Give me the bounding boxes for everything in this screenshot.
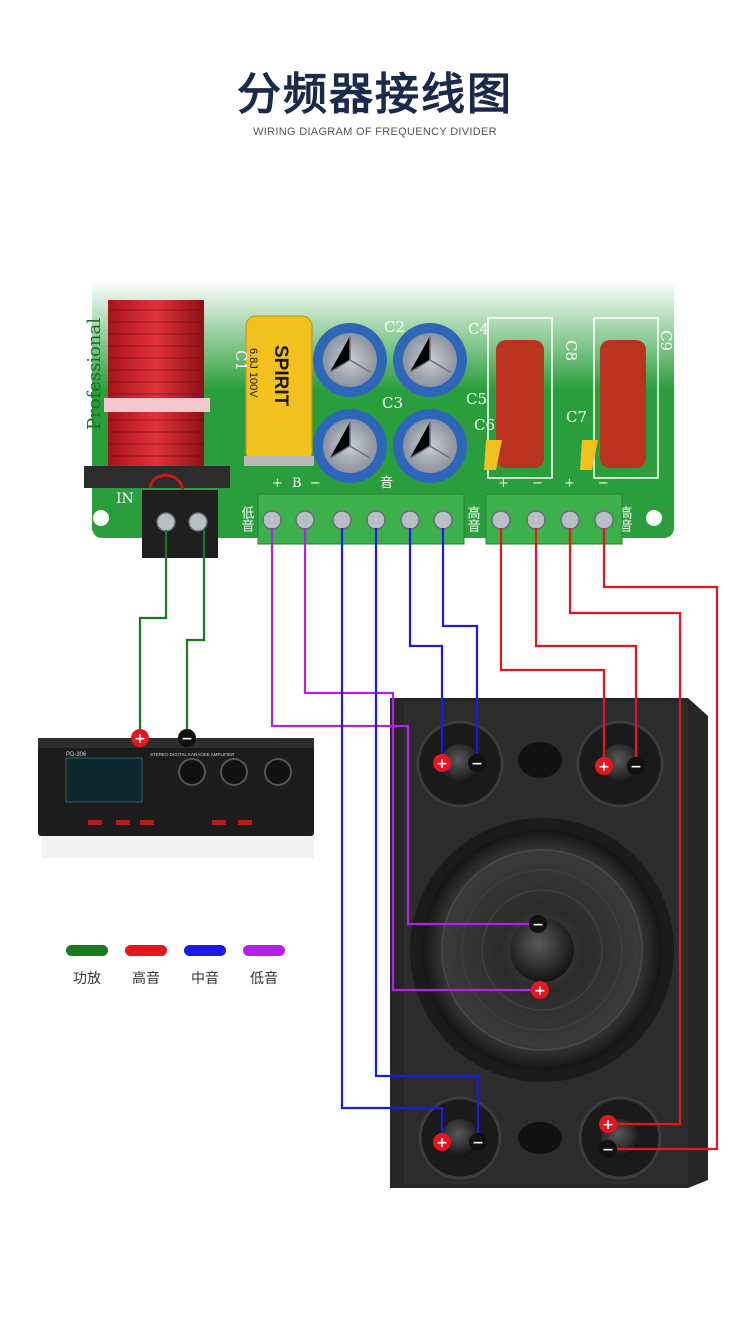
label-c7: C7 [566,408,587,426]
woofer-negative-marker: − [529,915,547,933]
film-capacitor: SPIRIT 6.8J 100V [244,315,314,466]
amplifier: PD-306 STEREO DIGITAL KARAOKE AMPLIFIER [38,738,314,858]
wires-tweeter [499,528,719,1151]
svg-text:+: + [598,759,610,775]
label-c5: C5 [466,390,487,408]
tr-positive-marker: + [595,757,613,775]
board-brand: Professional [84,318,105,430]
woofer [410,818,674,1082]
wire-mid-top-positive [408,528,444,762]
tweeter-top-right [576,720,664,808]
bl-positive-marker: + [433,1133,451,1151]
page-subtitle: WIRING DIAGRAM OF FREQUENCY DIVIDER [253,126,497,138]
label-in: IN [116,491,134,507]
tr-negative-marker: − [627,757,645,775]
wire-mid-bottom-negative [374,528,480,1142]
mount-hole-left [93,510,109,526]
wire-mid-bottom-positive [340,528,444,1142]
mark-5: − [532,476,543,491]
mount-hole-right [646,510,662,526]
label-c4: C4 [468,320,489,338]
legend-swatch-tweeter [125,945,167,956]
section-low: 低音 [239,506,255,532]
svg-text:+: + [436,756,448,772]
label-c1: C1 [232,350,250,371]
bl-negative-marker: − [469,1133,487,1151]
cap-brand-label: SPIRIT [270,345,291,407]
wire-tweeter-bottom-negative [602,528,719,1151]
amp-positive-marker: + [131,729,149,747]
wire-amp-positive [138,530,168,738]
svg-text:−: − [472,1135,484,1151]
label-c8: C8 [562,340,580,361]
svg-text:−: − [602,1142,614,1158]
legend-swatch-mid [184,945,226,956]
label-c9: C9 [657,330,675,351]
section-high-a: 高音 [465,505,481,532]
legend-item-tweeter: 高音 [125,945,167,988]
port-bottom [518,1122,562,1154]
terminal-screws [156,510,614,532]
polarity-markers: + − + − + − − + + − + − [131,729,645,1158]
wire-mid-top-negative [441,528,479,762]
label-c2: C2 [384,318,405,336]
cap-rating-label: 6.8J 100V [247,348,259,398]
legend-label-amp: 功放 [73,971,101,987]
svg-text:−: − [181,731,193,747]
red-capacitors [484,317,659,479]
mark-4: + [498,476,509,491]
br-positive-marker: + [599,1115,617,1133]
mark-6: + [564,476,575,491]
amp-negative-marker: − [178,729,196,747]
page-title: 分频器接线图 [237,69,513,120]
tl-positive-marker: + [433,754,451,772]
woofer-positive-marker: + [531,981,549,999]
legend-item-amp: 功放 [66,945,108,988]
mark-1: B [292,476,302,491]
crossover-board: Professional SPIRIT 6.8J 100V [84,280,675,558]
legend-item-mid: 中音 [184,945,226,988]
wires-mid [340,528,480,1142]
wire-tweeter-top-positive [499,528,606,764]
tweeter-bottom-right [578,1096,662,1180]
speaker-cabinet [390,698,708,1188]
amp-subtitle: STEREO DIGITAL KARAOKE AMPLIFIER [150,752,235,757]
mark-0: + [272,476,283,491]
br-negative-marker: − [599,1140,617,1158]
electrolytic-capacitors [313,323,467,483]
legend-swatch-amp [66,945,108,956]
wires-bass [270,528,540,992]
svg-text:+: + [436,1135,448,1151]
svg-text:−: − [630,759,642,775]
label-c6: C6 [474,416,495,434]
svg-text:−: − [471,756,483,772]
inductor-coil [84,300,230,501]
legend-label-bass: 低音 [250,971,278,987]
legend-item-bass: 低音 [243,945,285,988]
wires-amplifier [138,530,206,738]
wire-bass-negative [270,528,538,926]
legend-label-tweeter: 高音 [132,971,160,987]
label-c3: C3 [382,394,403,412]
svg-text:+: + [602,1117,614,1133]
mark-2: − [310,476,321,491]
terminal-block-left [257,493,465,545]
wire-amp-negative [185,530,206,738]
legend-label-mid: 中音 [191,971,219,987]
wire-bass-positive [303,528,540,992]
svg-text:+: + [134,731,146,747]
svg-text:+: + [534,983,546,999]
svg-text:−: − [532,917,544,933]
mark-7: − [598,476,609,491]
mark-3: 音 [380,475,393,491]
wire-tweeter-bottom-positive [568,528,682,1126]
legend-swatch-bass [243,945,285,956]
amp-model: PD-306 [66,752,87,758]
tweeter-top-left [416,720,504,808]
wire-tweeter-top-negative [534,528,638,766]
port-top [518,742,562,778]
tweeter-bottom-left [418,1096,502,1180]
tl-negative-marker: − [468,754,486,772]
